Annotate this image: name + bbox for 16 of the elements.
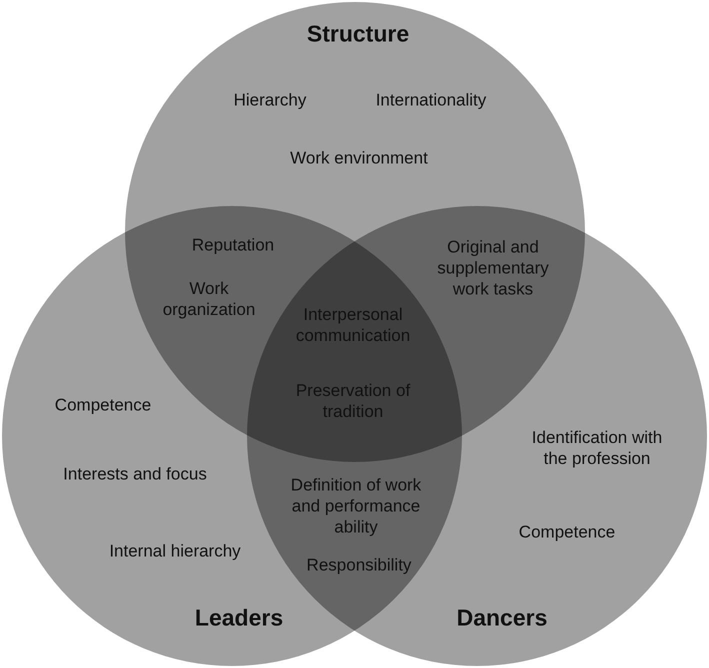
- overlap-item: Work organization: [162, 278, 256, 320]
- overlap-item: Responsibility: [306, 554, 412, 576]
- set-item: Hierarchy: [234, 90, 306, 110]
- overlap-item: Definition of work and performance ability: [290, 474, 422, 538]
- set-item: Interests and focus: [63, 464, 207, 484]
- set-title: Leaders: [194, 604, 284, 632]
- set-item: Identification with the profession: [531, 427, 663, 469]
- overlap-item: Reputation: [192, 234, 274, 256]
- set-item: Internationality: [376, 90, 486, 110]
- overlap-item: Original and supplementary work tasks: [436, 236, 550, 300]
- set-item: Work environment: [290, 148, 428, 168]
- set-item: Competence: [518, 522, 616, 542]
- set-item: Competence: [54, 394, 152, 416]
- set-item: Internal hierarchy: [109, 540, 241, 562]
- set-title: Dancers: [456, 604, 548, 632]
- set-title: Structure: [306, 20, 410, 48]
